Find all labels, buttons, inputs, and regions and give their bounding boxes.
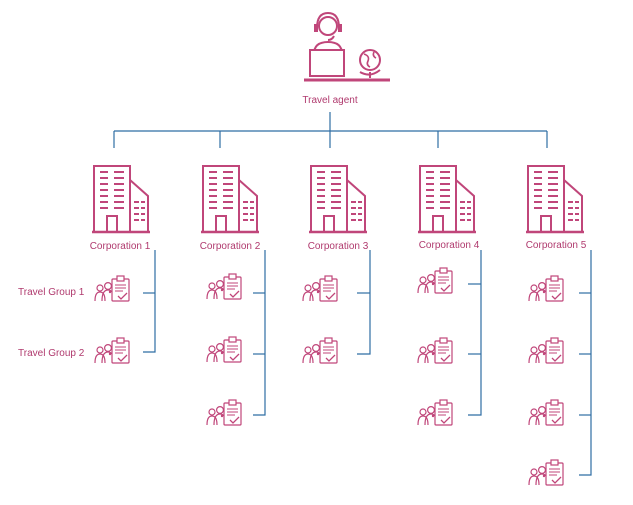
travel-group-icon bbox=[302, 337, 338, 364]
travel-group-2-label: Travel Group 2 bbox=[18, 348, 85, 359]
group-connectors bbox=[143, 250, 592, 476]
travel-group-icon bbox=[417, 399, 453, 426]
corporation-1-label: Corporation 1 bbox=[89, 241, 151, 252]
travel-group-icon bbox=[206, 273, 242, 300]
travel-group-icon bbox=[417, 267, 453, 294]
corporation-5-building-icon bbox=[524, 164, 586, 234]
corporation-4-label: Corporation 4 bbox=[418, 240, 480, 251]
travel-group-icon bbox=[528, 399, 564, 426]
travel-group-icon bbox=[302, 275, 338, 302]
agent-connectors bbox=[113, 112, 548, 148]
travel-group-icon bbox=[417, 337, 453, 364]
corporation-2-label: Corporation 2 bbox=[199, 241, 261, 252]
travel-group-icon bbox=[528, 459, 564, 486]
travel-group-icon bbox=[528, 275, 564, 302]
travel-group-icon bbox=[94, 337, 130, 364]
corporation-5-label: Corporation 5 bbox=[525, 240, 587, 251]
corporation-2-building-icon bbox=[199, 164, 261, 234]
travel-agent-label: Travel agent bbox=[302, 95, 358, 106]
corporation-4-building-icon bbox=[416, 164, 478, 234]
travel-group-icon bbox=[528, 337, 564, 364]
travel-group-icon bbox=[206, 399, 242, 426]
travel-group-icon bbox=[94, 275, 130, 302]
corporation-3-label: Corporation 3 bbox=[307, 241, 369, 252]
travel-group-icon bbox=[206, 336, 242, 363]
travel-agent-icon bbox=[304, 11, 390, 82]
travel-group-1-label: Travel Group 1 bbox=[18, 287, 85, 298]
corporation-1-building-icon bbox=[90, 164, 152, 234]
corporation-3-building-icon bbox=[307, 164, 369, 234]
